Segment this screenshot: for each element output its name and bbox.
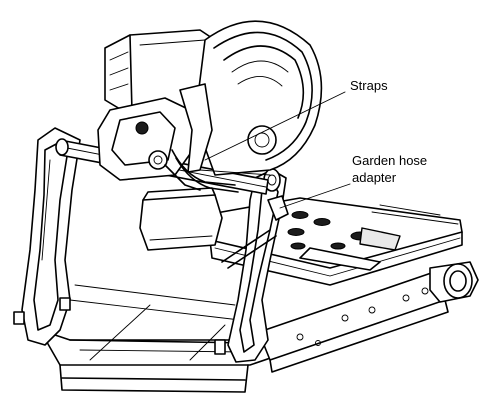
straps-leader-line xyxy=(204,91,346,161)
water-box xyxy=(139,187,223,251)
blade-guard xyxy=(194,20,323,176)
straps-label: Straps xyxy=(350,78,388,93)
right-rail xyxy=(261,269,451,373)
left-side-frame xyxy=(13,127,81,346)
wheel-handle xyxy=(429,261,479,303)
right-side-frame xyxy=(214,168,287,363)
saw-arm xyxy=(97,83,213,191)
hose-adapter-drawing xyxy=(221,195,289,269)
garden-hose-label-line1: Garden hose xyxy=(352,153,428,168)
garden-hose-label-line2: adapter xyxy=(352,170,397,185)
straps-drawing xyxy=(171,149,271,193)
hose-adapter-leader-line xyxy=(279,183,351,209)
